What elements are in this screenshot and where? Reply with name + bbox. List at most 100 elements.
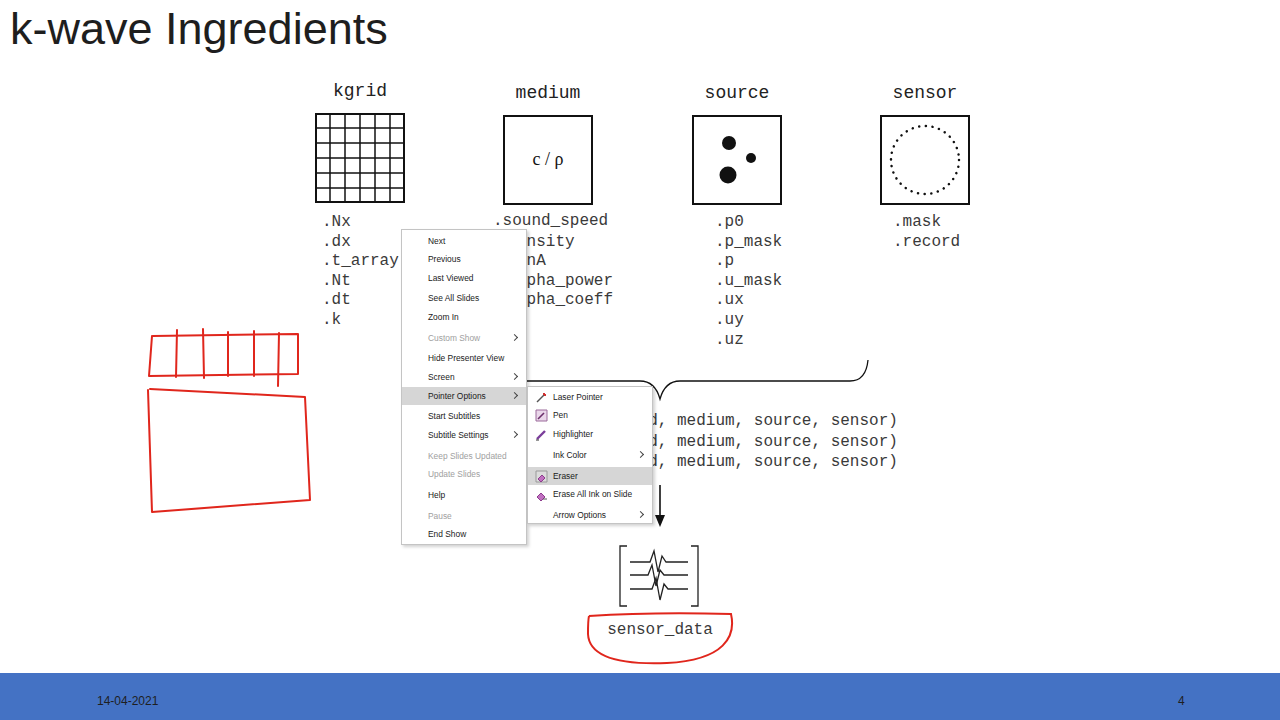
menu-item: Pen [553,408,568,422]
menu-row: Pause [402,507,526,525]
symbol-text: c / ρ [505,148,591,170]
sensor-property: .record [893,233,960,251]
menu-item: Start Subtitles [428,409,480,423]
kgrid-property: .dt [322,291,351,309]
menu-row: Custom Show [402,329,526,347]
menu-item: Erase All Ink on Slide [553,487,632,501]
menu-item: Previous [428,252,461,266]
menu-icon [535,409,548,422]
menu-icon [535,428,548,441]
output-oval: sensor_data [585,612,735,665]
menu-item: Hide Presenter View [428,351,504,365]
submenu-chevron [637,451,644,458]
kgrid-property: .Nt [322,272,351,290]
source-property: .uz [715,331,744,349]
menu-item: Zoom In [428,310,459,324]
ingredient-box: sensor [880,115,970,205]
menu-icon [535,488,548,501]
menu-icon-stroke [536,410,547,421]
source-property: .p_mask [715,233,782,251]
menu-row: Hide Presenter View [402,349,526,367]
menu-row: Subtitle Settings [402,426,526,444]
source-property: .p [715,252,734,270]
slide-number: 4 [1178,693,1185,709]
menu-item: Eraser [553,469,578,483]
ingredient-box: source [692,115,782,205]
menu-item: End Show [428,527,466,541]
menu-icon-stroke [536,471,547,482]
ingredient-name: medium [485,82,611,104]
sensor-property: .mask [893,213,941,231]
submenu-chevron [511,431,518,438]
source-property: .ux [715,291,744,309]
down-arrow [655,485,665,527]
menu-item: Ink Color [553,448,587,462]
menu-item: Highlighter [553,427,593,441]
signal-matrix-icon [620,546,698,606]
menu-item: Subtitle Settings [428,428,489,442]
menu-icon [535,391,548,404]
menu-row: Laser Pointer [528,388,652,406]
sensor-ring [891,126,959,194]
menu-icon-stroke [537,394,545,402]
menu-row: Eraser [528,467,652,485]
kgrid-property: .k [322,311,341,329]
ingredient-box: mediumc / ρ [503,115,593,205]
menu-row: Previous [402,250,526,268]
menu-item: Custom Show [428,331,480,345]
menu-row: Ink Color [528,446,652,464]
kgrid-property: .dx [322,233,351,251]
footer-band: 14-04-20214 [0,673,1280,720]
menu-row: End Show [402,525,526,543]
menu-row: Keep Slides Updated [402,447,526,465]
context-menu: NextPreviousLast ViewedSee All SlidesZoo… [401,229,527,545]
menu-item: Keep Slides Updated [428,449,507,463]
menu-row: Screen [402,368,526,386]
grid-icon [315,113,405,203]
menu-icon-stroke [538,475,545,482]
menu-row: Next [402,232,526,250]
source-dots [720,136,757,184]
ingredient-name: sensor [862,82,988,104]
code-line: rid, medium, source, sensor) [629,412,898,430]
menu-item: Pause [428,509,452,523]
menu-row: Zoom In [402,308,526,326]
menu-row: Update Slides [402,465,526,483]
submenu-chevron [511,392,518,399]
submenu-chevron [511,334,518,341]
medium-property: lpha_power [517,272,613,290]
menu-icon-stroke [543,393,546,396]
menu-item: Screen [428,370,455,384]
menu-row: Highlighter [528,425,652,443]
pointer-submenu: Laser PointerPenHighlighterInk ColorEras… [527,386,653,524]
menu-row: Start Subtitles [402,407,526,425]
submenu-chevron [637,511,644,518]
menu-item: See All Slides [428,291,479,305]
menu-item: Help [428,488,445,502]
source-property: .p0 [715,213,744,231]
menu-row: See All Slides [402,289,526,307]
menu-row: Pointer Options [402,387,526,405]
menu-icon-stroke [543,499,547,500]
ingredient-name: kgrid [297,80,423,102]
code-line: rid, medium, source, sensor) [629,433,898,451]
menu-item: Next [428,234,445,248]
menu-row: Pen [528,406,652,424]
slide-title: k-wave Ingredients [10,3,388,55]
source-property: .uy [715,311,744,329]
code-line: rid, medium, source, sensor) [629,453,898,471]
red-ink-annotation [148,329,310,512]
kgrid-property: .Nx [322,213,351,231]
ingredient-name: source [674,82,800,104]
menu-row: Arrow Options [528,506,652,524]
submenu-chevron [511,373,518,380]
source-property: .u_mask [715,272,782,290]
menu-item: Pointer Options [428,389,486,403]
menu-icon-stroke [536,440,539,441]
menu-icon [535,470,548,483]
menu-icon-stroke [537,493,545,501]
menu-item: Laser Pointer [553,390,603,404]
menu-icon-stroke [537,431,545,439]
menu-item: Arrow Options [553,508,606,522]
